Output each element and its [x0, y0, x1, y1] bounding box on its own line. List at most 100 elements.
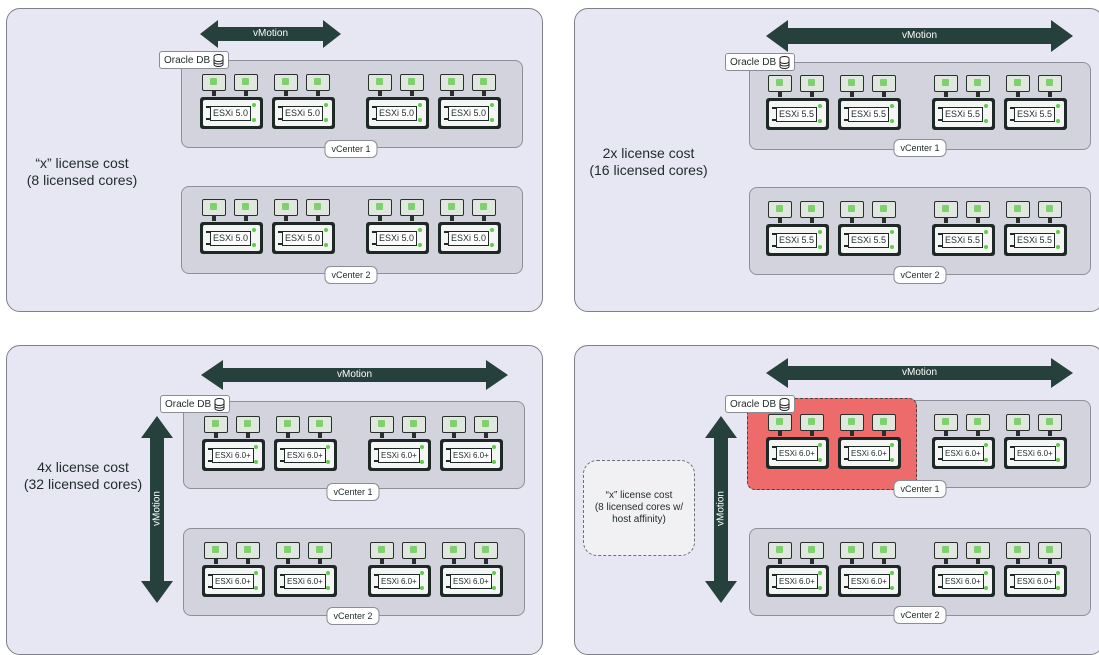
server-icon: ESXi 6.0+: [932, 565, 995, 597]
esxi-version-label: ESXi 6.0+: [848, 574, 890, 589]
esxi-host: ESXi 5.0: [200, 199, 263, 256]
vmotion-horizontal-arrow: [201, 360, 508, 390]
vm-monitor-icon: [442, 416, 466, 438]
esxi-version-label: ESXi 6.0+: [450, 448, 492, 463]
license-cost-text: “x” license cost (8 licensed cores): [17, 155, 147, 189]
vm-monitor-icon: [872, 414, 896, 436]
esxi-version-label: ESXi 5.0: [448, 231, 490, 246]
vmotion-horizontal-arrow: [766, 20, 1073, 52]
vm-group: [204, 542, 264, 564]
vm-monitor-icon: [400, 74, 424, 96]
vm-monitor-icon: [934, 201, 958, 223]
server-icon: ESXi 5.5: [932, 98, 995, 130]
vm-monitor-icon: [768, 201, 792, 223]
vcenter-1-label: vCenter 1: [893, 480, 947, 498]
vcenter-2-label: vCenter 2: [326, 607, 380, 625]
vm-monitor-icon: [276, 542, 300, 564]
vmotion-horizontal-arrow: [200, 20, 341, 48]
server-icon: ESXi 6.0+: [766, 437, 829, 469]
vm-monitor-icon: [234, 199, 258, 221]
vmotion-label: vMotion: [901, 30, 937, 41]
server-icon: ESXi 5.0: [272, 97, 335, 129]
server-icon: ESXi 5.0: [272, 222, 335, 254]
vmotion-label: vMotion: [336, 369, 372, 380]
esxi-host: ESXi 6.0+: [1004, 414, 1067, 471]
esxi-version-label: ESXi 6.0+: [378, 574, 420, 589]
vm-group: [934, 201, 994, 223]
esxi-version-label: ESXi 5.5: [1014, 107, 1056, 122]
esxi-version-label: ESXi 6.0+: [942, 446, 984, 461]
vm-monitor-icon: [472, 74, 496, 96]
vm-monitor-icon: [474, 416, 498, 438]
vmotion-vertical-label: vMotion: [151, 491, 163, 527]
vcenter-1-label: vCenter 1: [326, 483, 380, 501]
esxi-host: ESXi 6.0+: [838, 542, 901, 599]
vm-monitor-icon: [234, 74, 258, 96]
oracle-db-label: Oracle DB: [164, 54, 211, 66]
vmotion-label: vMotion: [901, 367, 937, 378]
esxi-host: ESXi 6.0+: [202, 416, 265, 473]
license-cost-line-1: 4x license cost: [37, 459, 129, 475]
server-icon: ESXi 6.0+: [274, 565, 337, 597]
vm-monitor-icon: [274, 199, 298, 221]
database-icon: [779, 397, 790, 411]
server-icon: ESXi 5.0: [438, 97, 501, 129]
vm-monitor-icon: [202, 199, 226, 221]
oracle-db-badge: Oracle DB: [160, 395, 231, 413]
vm-group: [1006, 201, 1066, 223]
esxi-host: ESXi 6.0+: [274, 416, 337, 473]
vm-group: [840, 75, 900, 97]
esxi-version-label: ESXi 5.0: [282, 231, 324, 246]
server-icon: ESXi 6.0+: [1004, 565, 1067, 597]
server-icon: ESXi 6.0+: [368, 565, 431, 597]
server-icon: ESXi 5.5: [932, 224, 995, 256]
vm-group: [768, 75, 828, 97]
esxi-version-label: ESXi 5.5: [848, 107, 890, 122]
vm-group: [274, 74, 334, 96]
esxi-version-label: ESXi 6.0+: [450, 574, 492, 589]
vm-monitor-icon: [966, 201, 990, 223]
server-icon: ESXi 5.5: [838, 98, 901, 130]
esxi-version-label: ESXi 6.0+: [284, 574, 326, 589]
license-cost-line-2: (16 licensed cores): [589, 162, 708, 178]
vm-monitor-icon: [202, 74, 226, 96]
esxi-host: ESXi 5.5: [766, 75, 829, 132]
esxi-host: ESXi 6.0+: [766, 414, 829, 471]
vm-monitor-icon: [306, 74, 330, 96]
database-icon: [214, 397, 225, 411]
database-icon: [779, 55, 790, 69]
oracle-db-badge: Oracle DB: [725, 395, 796, 413]
server-icon: ESXi 5.5: [1004, 224, 1067, 256]
vm-monitor-icon: [368, 199, 392, 221]
vm-monitor-icon: [236, 542, 260, 564]
vm-group: [440, 199, 500, 221]
oracle-db-badge: Oracle DB: [725, 53, 796, 71]
server-icon: ESXi 5.5: [1004, 98, 1067, 130]
server-icon: ESXi 6.0+: [440, 439, 503, 471]
vm-group: [204, 416, 264, 438]
server-icon: ESXi 6.0+: [1004, 437, 1067, 469]
esxi-host: ESXi 6.0+: [932, 542, 995, 599]
esxi-version-label: ESXi 5.0: [376, 231, 418, 246]
vcenter-2-label: vCenter 2: [893, 606, 947, 624]
oracle-db-badge: Oracle DB: [159, 51, 230, 69]
vm-monitor-icon: [800, 201, 824, 223]
vm-monitor-icon: [276, 416, 300, 438]
esxi-host: ESXi 5.5: [838, 201, 901, 258]
note-line-2: (8 licensed cores w/: [594, 502, 684, 513]
vm-group: [276, 416, 336, 438]
esxi-host: ESXi 6.0+: [368, 542, 431, 599]
vm-monitor-icon: [274, 74, 298, 96]
vm-monitor-icon: [442, 542, 466, 564]
vm-monitor-icon: [840, 75, 864, 97]
vcenter-2-label: vCenter 2: [893, 266, 947, 284]
server-icon: ESXi 6.0+: [440, 565, 503, 597]
vm-group: [934, 414, 994, 436]
esxi-version-label: ESXi 6.0+: [378, 448, 420, 463]
vm-monitor-icon: [872, 75, 896, 97]
vm-monitor-icon: [1038, 414, 1062, 436]
vm-monitor-icon: [308, 542, 332, 564]
server-icon: ESXi 5.0: [200, 97, 263, 129]
panel-esxi-5-5: vMotion Oracle DB vCenter 1 vCenter 2 2x…: [574, 8, 1099, 312]
vm-group: [768, 414, 828, 436]
